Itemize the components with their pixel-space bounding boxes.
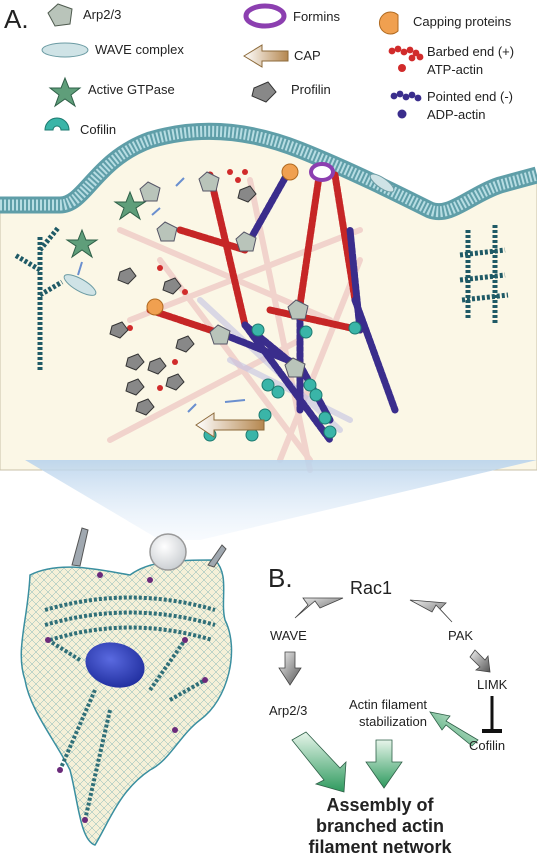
barbed-end-icon (388, 45, 424, 62)
legend-formins-label: Formins (293, 9, 340, 24)
cofilin-icon (44, 117, 70, 131)
arrow-rac1-wave (294, 597, 344, 619)
panel-b-label: B. (268, 563, 293, 593)
arrow-wave-arp23 (278, 651, 302, 686)
legend-icons (41, 3, 424, 131)
legend-active-gtpase-label: Active GTPase (88, 82, 175, 97)
cofilin-molecules (203, 321, 362, 442)
adp-actin-icon (397, 109, 407, 119)
legend-profilin-label: Profilin (291, 82, 331, 97)
arp23-complexes (139, 171, 309, 378)
arrow-pak-limk (469, 649, 491, 673)
wave-complexes (63, 173, 395, 296)
pathway-limk: LIMK (477, 677, 508, 692)
profilin-molecules (109, 185, 257, 416)
pathway-result: Assembly of branched actin filament netw… (285, 795, 475, 858)
pathway-result-line3: filament network (308, 837, 452, 857)
right-filament-bundle (459, 225, 509, 325)
active-gtpase-icon (48, 76, 82, 108)
arp23-icon (47, 3, 73, 27)
active-gtpase-stars (65, 190, 147, 259)
profilin-icon (251, 81, 277, 103)
left-filament-bundle (13, 226, 64, 370)
cell-membrane (0, 122, 537, 221)
legend-barbed-end-label: Barbed end (+) (427, 44, 515, 59)
arrow-arp23-assembly (291, 731, 347, 793)
whole-cell (20, 527, 233, 846)
arrow-stabilization-assembly (365, 739, 403, 789)
filament-end-caps (146, 162, 335, 316)
formins-icon (243, 3, 287, 29)
cap-in-cortex (195, 412, 265, 438)
pointed-end-icon (390, 90, 422, 102)
legend-arp23-label: Arp2/3 (83, 7, 122, 22)
cap-icon (243, 44, 289, 68)
legend-adp-actin-label: ADP-actin (427, 107, 486, 122)
wave-complex-icon (41, 42, 89, 58)
pathway-result-line1: Assembly of (326, 795, 434, 815)
pathway-cofilin: Cofilin (469, 738, 506, 753)
atp-actin-icon (398, 64, 406, 72)
small-arrows (77, 177, 246, 413)
pathway-arrows (278, 597, 502, 793)
arrow-rac1-pak (409, 599, 453, 623)
legend-cap-label: CAP (294, 48, 321, 63)
panel-a-label: A. (4, 4, 29, 34)
magnifier-circle (149, 533, 187, 571)
magnification-beam (25, 460, 537, 540)
arrow-cofilin-stabilization (429, 711, 479, 747)
legend-pointed-end-label: Pointed end (-) (427, 89, 513, 104)
pathway-rac1: Rac1 (350, 578, 393, 598)
pathway-pak: PAK (448, 628, 474, 643)
nucleus (85, 642, 145, 688)
pathway-stabilization-line1: Actin filament (349, 697, 428, 712)
pathway-result-line2: branched actin (315, 816, 445, 836)
pathway-wave: WAVE (270, 628, 307, 643)
legend-cofilin-label: Cofilin (80, 122, 117, 137)
capping-proteins-icon (379, 11, 399, 35)
legend-wave-complex-label: WAVE complex (95, 42, 184, 57)
legend-atp-actin-label: ATP-actin (427, 62, 484, 77)
pathway-stabilization-line2: stabilization (359, 714, 427, 729)
pathway-arp23: Arp2/3 (269, 703, 308, 718)
legend-capping-proteins-label: Capping proteins (413, 14, 512, 29)
